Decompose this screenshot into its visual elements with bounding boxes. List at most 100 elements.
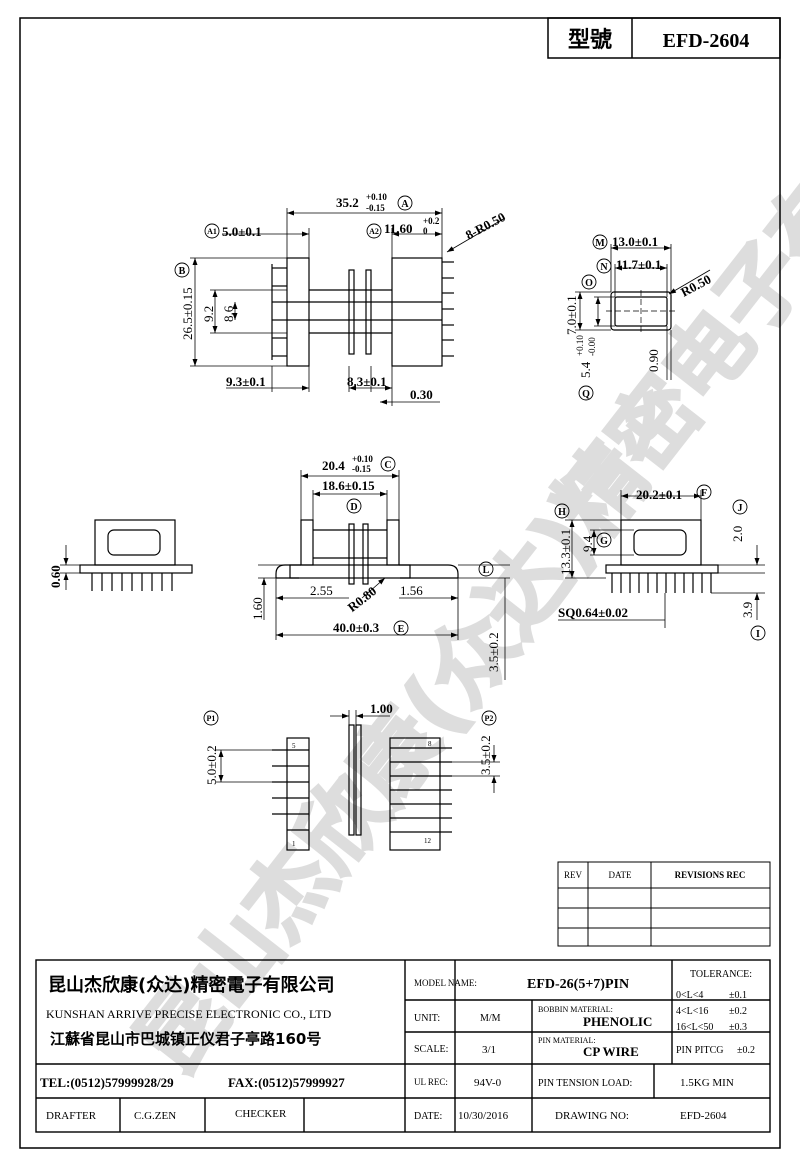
right-side-labels: 20.2±0.1 F H G 13.3±0.1 9.4 J 2.0 3.9 I … — [554, 484, 766, 641]
svg-text:P1: P1 — [207, 714, 216, 723]
svg-text:H: H — [558, 507, 566, 518]
svg-text:94V-0: 94V-0 — [474, 1077, 502, 1089]
svg-text:SCALE:: SCALE: — [414, 1044, 448, 1055]
cross-section-labels: M 13.0±0.1 N 11.7±0.1 R0.50 O 7.0±0.1 5.… — [564, 234, 714, 401]
svg-text:PHENOLIC: PHENOLIC — [583, 1014, 652, 1029]
svg-text:B: B — [179, 266, 186, 277]
svg-text:DRAWING NO:: DRAWING NO: — [555, 1110, 629, 1122]
left-side-dims — [60, 545, 92, 590]
svg-text:4<L<16: 4<L<16 — [676, 1006, 708, 1017]
svg-text:G: G — [600, 536, 608, 547]
svg-text:P2: P2 — [485, 714, 494, 723]
svg-text:PIN TENSION LOAD:: PIN TENSION LOAD: — [538, 1078, 632, 1089]
svg-text:C.G.ZEN: C.G.ZEN — [134, 1110, 176, 1122]
svg-text:2.0: 2.0 — [730, 526, 745, 542]
svg-text:12: 12 — [424, 837, 432, 845]
svg-text:CHECKER: CHECKER — [235, 1108, 287, 1120]
svg-text:13.3±0.1: 13.3±0.1 — [558, 529, 573, 575]
svg-text:18.6±0.15: 18.6±0.15 — [322, 478, 375, 493]
svg-text:9.3±0.1: 9.3±0.1 — [226, 374, 266, 389]
cross-section-view — [606, 290, 676, 334]
drawing-info: MODEL NAME: EFD-26(5+7)PIN UNIT: M/M BOB… — [414, 977, 734, 1122]
svg-text:DRAFTER: DRAFTER — [46, 1110, 97, 1122]
svg-text:1: 1 — [292, 840, 296, 848]
svg-text:N: N — [600, 262, 608, 273]
watermark: 昆山杰欣康(众达)精密电子有限公司 — [116, 0, 800, 1094]
right-side-dims — [558, 490, 765, 628]
svg-text:M: M — [595, 238, 605, 249]
bottom-view-labels: P1 P2 1.00 5.0±0.2 3.5±0.2 5 1 8 12 — [203, 701, 497, 848]
svg-text:+0.2: +0.2 — [423, 216, 440, 226]
svg-text:20.2±0.1: 20.2±0.1 — [636, 487, 682, 502]
front-view — [275, 519, 459, 585]
svg-text:PIN PITCG: PIN PITCG — [676, 1045, 724, 1056]
svg-text:3.5±0.2: 3.5±0.2 — [478, 735, 493, 775]
svg-text:1.00: 1.00 — [370, 701, 393, 716]
svg-text:3.9: 3.9 — [740, 602, 755, 618]
svg-text:3/1: 3/1 — [482, 1044, 496, 1056]
sheet-border — [19, 17, 781, 1149]
svg-text:UL REC:: UL REC: — [414, 1077, 448, 1087]
model-label: 型號 — [568, 28, 612, 53]
svg-text:A1: A1 — [207, 227, 217, 236]
svg-text:D: D — [350, 502, 357, 513]
front-view-dims — [258, 470, 510, 680]
top-view — [271, 257, 454, 367]
drawing-number: EFD-2604 — [680, 1110, 727, 1122]
svg-text:MODEL NAME:: MODEL NAME: — [414, 978, 477, 988]
right-side-view — [605, 519, 719, 593]
svg-text:O: O — [585, 278, 593, 289]
svg-text:I: I — [756, 629, 760, 640]
svg-text:REV: REV — [564, 870, 583, 880]
dim-a: 35.2 — [336, 195, 359, 210]
svg-text:+0.10: +0.10 — [575, 335, 585, 356]
svg-text:CP WIRE: CP WIRE — [583, 1044, 639, 1059]
svg-text:A: A — [401, 199, 409, 210]
dim-b: 26.5±0.15 — [180, 287, 195, 340]
svg-text:3.5±0.2: 3.5±0.2 — [486, 632, 501, 672]
model-name: EFD-26(5+7)PIN — [527, 977, 629, 992]
bottom-view — [272, 724, 452, 851]
svg-text:M/M: M/M — [480, 1013, 501, 1024]
company-address: 江蘇省昆山市巴城镇正仪君子亭路160号 — [50, 1030, 321, 1048]
svg-text:±0.2: ±0.2 — [737, 1045, 755, 1056]
svg-text:±0.2: ±0.2 — [729, 1006, 747, 1017]
top-view-labels: 35.2 +0.10 -0.15 A A1 5.0±0.1 A2 11.60 +… — [174, 192, 508, 402]
bottom-view-dims — [215, 710, 500, 793]
svg-text:0<L<4: 0<L<4 — [676, 990, 703, 1001]
svg-text:9.2: 9.2 — [201, 306, 216, 322]
dim-radius: 8-R0.50 — [463, 209, 508, 242]
svg-text:SQ0.64±0.02: SQ0.64±0.02 — [558, 605, 628, 620]
model-title-block: 型號 EFD-2604 — [547, 17, 781, 59]
svg-text:-0.00: -0.00 — [587, 337, 597, 356]
revisions-headers: REV DATE REVISIONS REC — [564, 870, 745, 880]
svg-text:TOLERANCE:: TOLERANCE: — [690, 969, 752, 980]
svg-text:1.56: 1.56 — [400, 583, 423, 598]
model-value: EFD-2604 — [663, 30, 750, 52]
svg-text:8: 8 — [428, 740, 432, 748]
svg-text:11.7±0.1: 11.7±0.1 — [616, 257, 661, 272]
svg-text:±0.3: ±0.3 — [729, 1022, 747, 1033]
svg-text:J: J — [738, 503, 743, 514]
svg-text:±0.1: ±0.1 — [729, 990, 747, 1001]
svg-text:0.90: 0.90 — [646, 349, 661, 372]
cross-section-dimensions — [575, 244, 711, 380]
svg-text:10/30/2016: 10/30/2016 — [458, 1110, 509, 1122]
svg-text:DATE:: DATE: — [414, 1111, 442, 1122]
svg-text:0.60: 0.60 — [48, 565, 63, 588]
svg-text:C: C — [384, 460, 391, 471]
svg-text:DATE: DATE — [609, 870, 632, 880]
svg-text:Q: Q — [582, 389, 590, 400]
svg-text:8.3±0.1: 8.3±0.1 — [347, 374, 387, 389]
svg-text:0: 0 — [423, 226, 428, 236]
company-name-en: KUNSHAN ARRIVE PRECISE ELECTRONIC CO., L… — [46, 1007, 332, 1021]
svg-text:40.0±0.3: 40.0±0.3 — [333, 620, 380, 635]
svg-text:+0.10: +0.10 — [352, 454, 373, 464]
dim-a1: 5.0±0.1 — [222, 224, 262, 239]
svg-text:F: F — [701, 488, 707, 499]
svg-text:13.0±0.1: 13.0±0.1 — [612, 234, 658, 249]
svg-text:1.5KG MIN: 1.5KG MIN — [680, 1077, 734, 1089]
title-block — [35, 959, 771, 1133]
svg-text:+0.10: +0.10 — [366, 192, 387, 202]
